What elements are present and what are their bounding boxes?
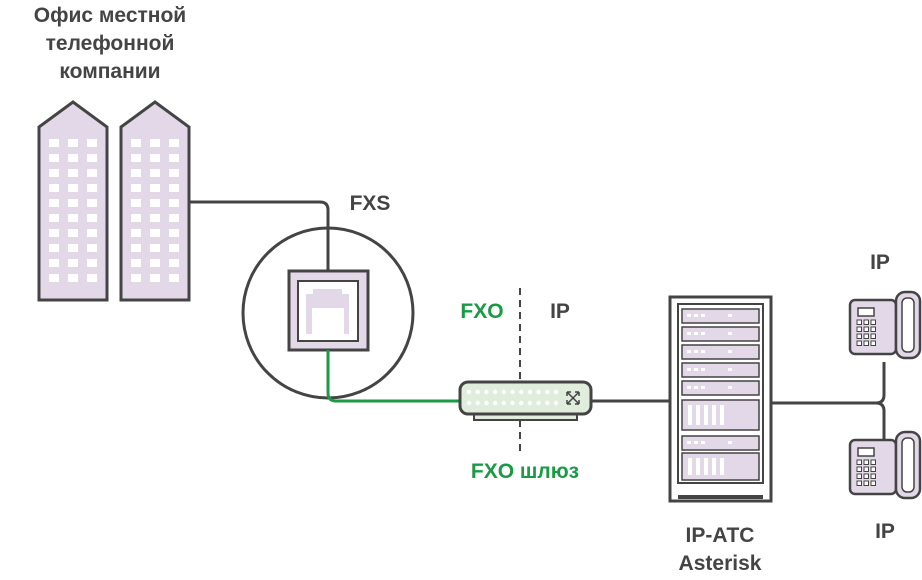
pbx-label: IP-АТС Asterisk bbox=[645, 522, 795, 578]
fxo-label: FXO bbox=[460, 300, 504, 323]
phone-bottom-label: IP bbox=[875, 520, 895, 543]
office-buildings-icon bbox=[37, 100, 191, 302]
analog-line bbox=[326, 350, 460, 403]
office-label-line1: Офис местной bbox=[33, 4, 187, 27]
pbx-label-line1: IP-АТС bbox=[685, 524, 755, 547]
desk-phone-icon bbox=[848, 430, 922, 500]
phone-socket-icon bbox=[287, 269, 370, 352]
phone-line bbox=[189, 200, 330, 271]
network-switch-icon bbox=[458, 380, 593, 421]
phone-top-label: IP bbox=[870, 251, 890, 274]
gateway-label: FXO шлюз bbox=[470, 460, 580, 483]
server-rack-icon bbox=[668, 295, 773, 503]
office-label-line3: компании bbox=[59, 60, 161, 83]
ip-gateway-label: IP bbox=[550, 300, 570, 323]
desk-phone-icon bbox=[848, 290, 922, 360]
office-label: Офис местной телефонной компании bbox=[15, 2, 205, 86]
pbx-label-line2: Asterisk bbox=[678, 552, 762, 575]
ip-line-phones bbox=[771, 362, 886, 460]
fxs-label: FXS bbox=[349, 192, 391, 215]
office-label-line2: телефонной bbox=[45, 32, 175, 55]
